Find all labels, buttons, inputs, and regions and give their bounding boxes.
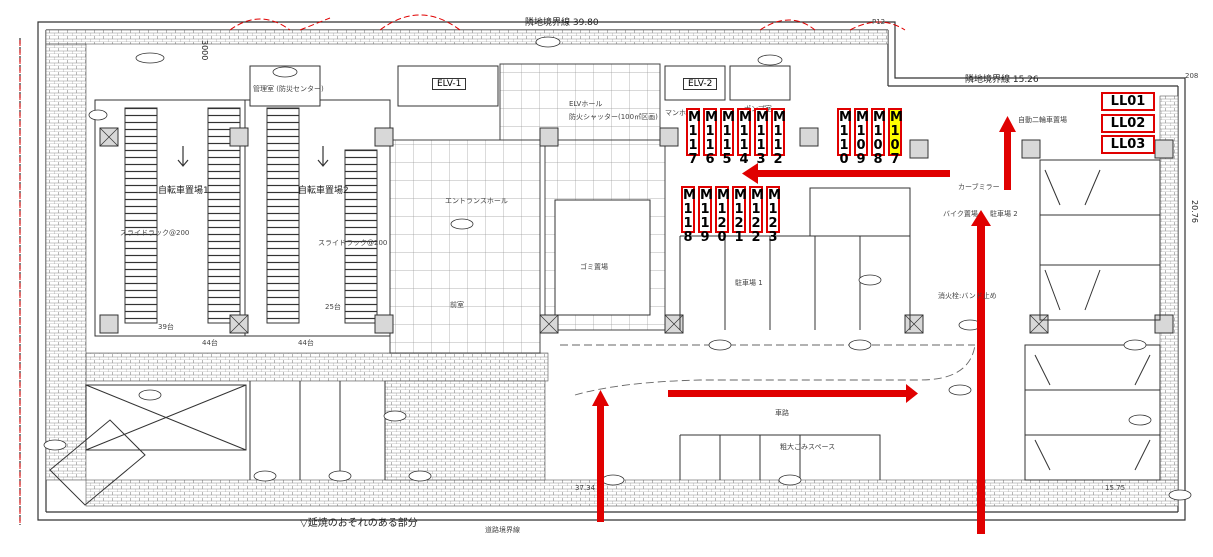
disaster-center-label: 管理室 (防災センター) xyxy=(253,85,324,93)
marker-m112[interactable]: M112 xyxy=(771,108,786,167)
marker-m108[interactable]: M108 xyxy=(871,108,886,167)
arrow-up-right-shaft xyxy=(977,224,985,534)
motorcycle-area-label: 自動二輪車置場 xyxy=(1018,116,1067,124)
parking-1-label: 駐車場 1 xyxy=(735,279,763,287)
brick-band-top xyxy=(45,29,889,45)
marker-m121[interactable]: M121 xyxy=(732,186,747,245)
parking-stalls xyxy=(249,159,1161,481)
marker-m107[interactable]: M107 xyxy=(888,108,903,167)
bike-area-1-label: 自転車置場1 xyxy=(158,186,209,196)
marker-m117[interactable]: M117 xyxy=(686,108,701,167)
arrow-left-shaft xyxy=(756,170,950,177)
bike-area-2-label: 自転車置場2 xyxy=(298,186,349,196)
arrow-up-small-shaft xyxy=(1004,130,1011,190)
num-3734-label: 37.34 xyxy=(575,484,596,492)
marker-ll03[interactable]: LL03 xyxy=(1101,135,1155,154)
count-44b-label: 44台 xyxy=(298,339,314,347)
car-road-lines xyxy=(560,344,976,396)
arrow-left-head xyxy=(742,163,758,184)
entrance-label: エントランスホール xyxy=(445,197,508,205)
arrow-right-head xyxy=(906,384,918,403)
p-mark-label: P12 xyxy=(872,18,886,26)
marker-ll01[interactable]: LL01 xyxy=(1101,92,1155,111)
parking-2-label: 駐車場 2 xyxy=(990,210,1018,218)
marker-m119[interactable]: M119 xyxy=(698,186,713,245)
survey-marks xyxy=(43,36,1192,501)
num-1575-label: 15.75 xyxy=(1105,484,1126,492)
marker-m110[interactable]: M110 xyxy=(837,108,852,167)
rack-2-label: スライドラック@200 xyxy=(318,239,388,247)
brick-band-mid xyxy=(85,352,549,382)
entrance-tile xyxy=(389,139,541,354)
road-boundary-label: 道路境界線 xyxy=(485,526,520,534)
bike-parking-label: バイク置場 xyxy=(943,210,978,218)
fire-shutter-label: 防火シャッター(100㎡区画) xyxy=(569,113,658,121)
car-road-label: 車路 xyxy=(775,409,789,417)
marker-m120[interactable]: M120 xyxy=(715,186,730,245)
manhole-label: マンホール xyxy=(665,109,700,117)
marker-ll02[interactable]: LL02 xyxy=(1101,114,1155,133)
count-44a-label: 44台 xyxy=(202,339,218,347)
arrow-right-shaft xyxy=(668,390,908,397)
num-208-label: 208 xyxy=(1185,72,1199,80)
fire-hydrant-label: 消火栓:バンド止め xyxy=(938,292,997,300)
num-2076-label: 20.76 xyxy=(1190,200,1199,223)
elv2-label: ELV-2 xyxy=(683,78,718,90)
rack-1-label: スライドラック@200 xyxy=(120,229,190,237)
trash-room-label: ゴミ置場 xyxy=(580,263,608,271)
curve-mirror-label: カーブミラー xyxy=(958,183,1000,191)
marker-m118[interactable]: M118 xyxy=(681,186,696,245)
neighbor-boundary-right-label: 隣地境界線 15.26 xyxy=(965,75,1039,85)
count-25-label: 25台 xyxy=(325,303,341,311)
bike-racks xyxy=(124,107,378,324)
windbreak-label: 前室 xyxy=(450,301,464,309)
direction-arrows xyxy=(592,116,1016,534)
marker-m115[interactable]: M115 xyxy=(720,108,735,167)
elv-hall-label: ELVホール xyxy=(569,100,603,108)
marker-m109[interactable]: M109 xyxy=(854,108,869,167)
elv-hall-tile xyxy=(499,63,661,141)
arrow-up-left-head xyxy=(592,390,609,406)
brick-band-left xyxy=(45,43,87,481)
neighbor-boundary-top-label: 隣地境界線 39.80 xyxy=(525,18,599,28)
marker-m122[interactable]: M122 xyxy=(749,186,764,245)
marker-m116[interactable]: M116 xyxy=(703,108,718,167)
marker-m114[interactable]: M114 xyxy=(737,108,752,167)
arrow-up-small-head xyxy=(999,116,1016,132)
marker-m123[interactable]: M123 xyxy=(766,186,781,245)
large-trash-label: 粗大ごみスペース xyxy=(780,443,836,451)
elv1-label: ELV-1 xyxy=(432,78,467,90)
arrow-up-right-head xyxy=(971,210,991,226)
marker-m113[interactable]: M113 xyxy=(754,108,769,167)
fire-spread-line-label: ▽延焼のおそれのある部分 xyxy=(300,518,418,529)
brick-band-bottom xyxy=(85,479,1179,507)
arrow-up-left-shaft xyxy=(597,405,604,522)
dimension-3000-label: 3000 xyxy=(200,40,209,61)
brick-walkway xyxy=(384,380,546,481)
count-39-label: 39台 xyxy=(158,323,174,331)
